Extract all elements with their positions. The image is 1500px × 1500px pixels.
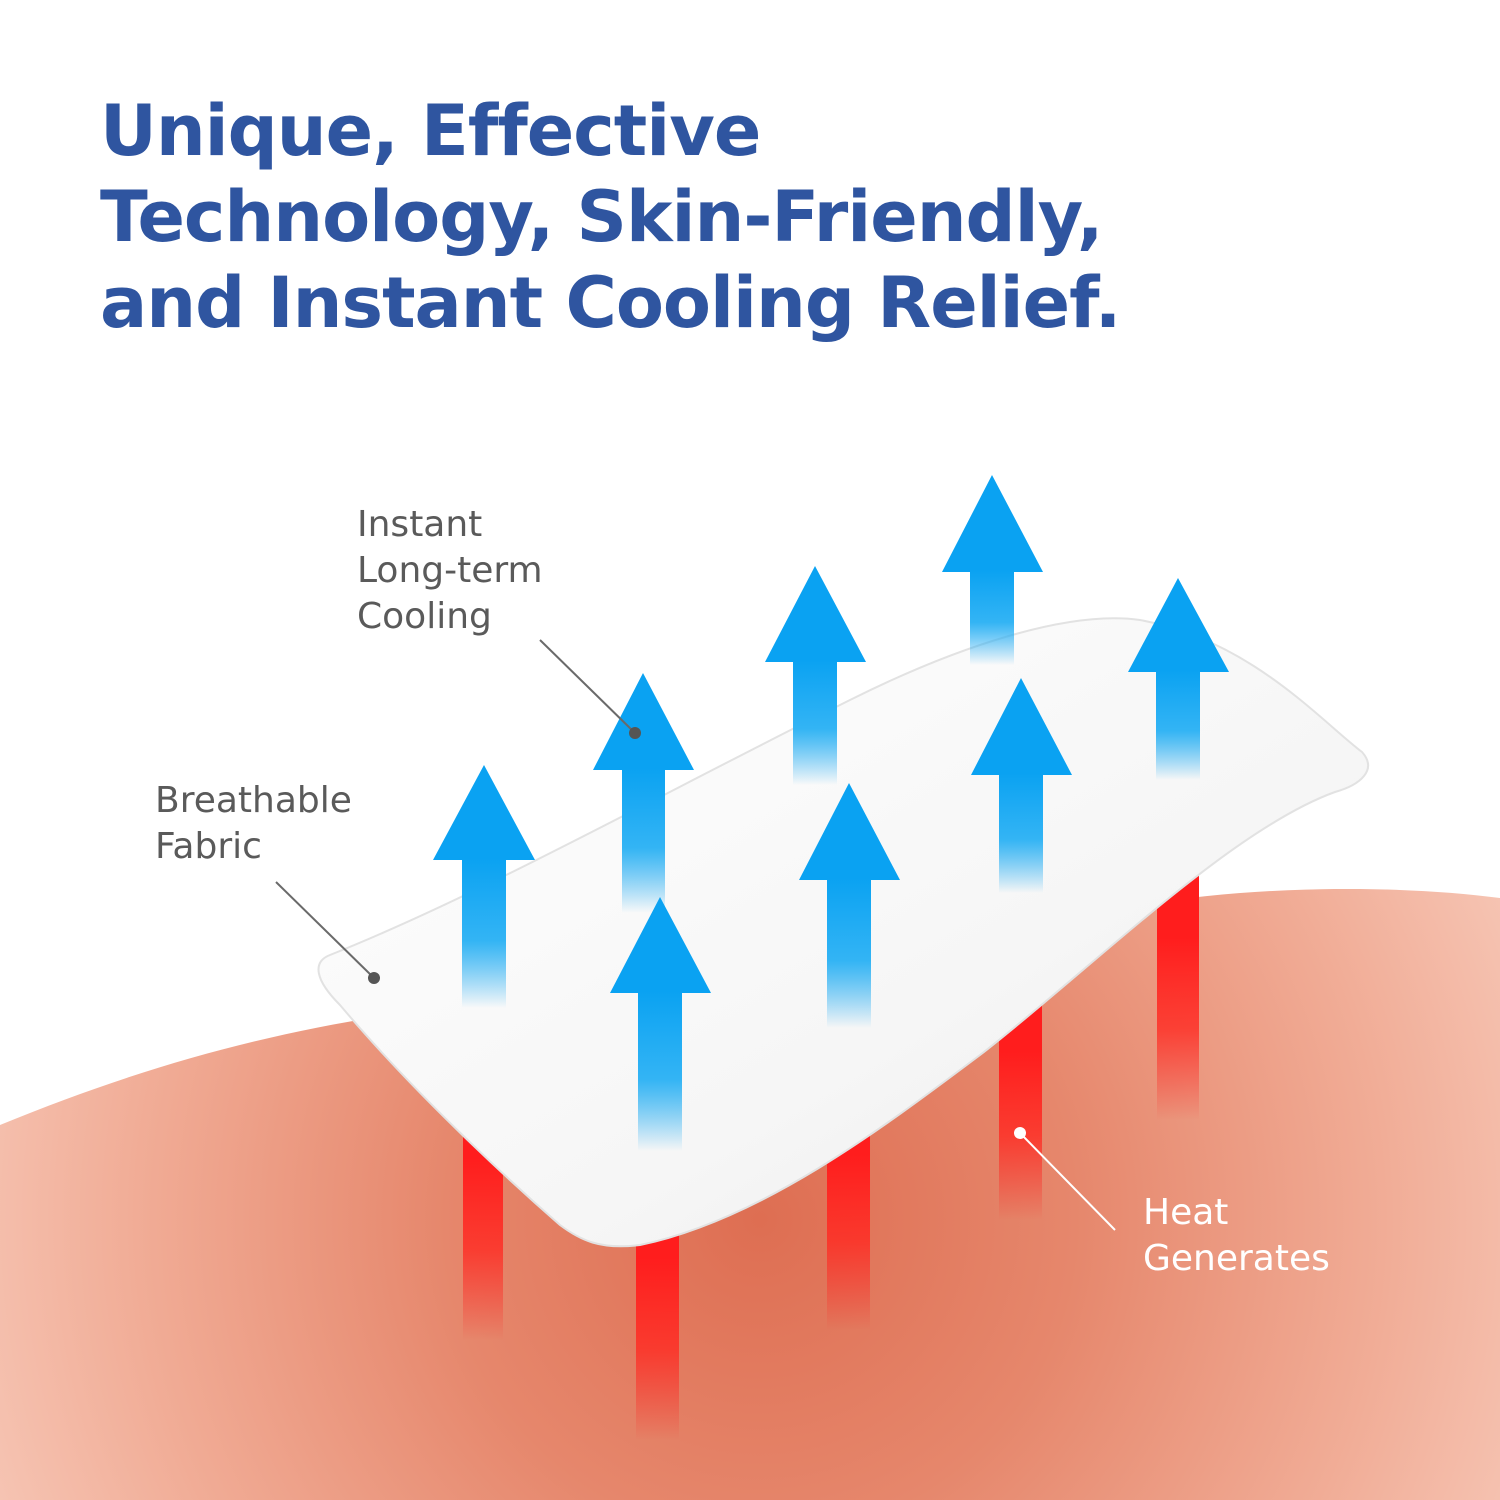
cooling-arrow — [765, 566, 866, 785]
cooling-arrow — [942, 475, 1043, 665]
callout-cooling: Instant Long-term Cooling — [357, 502, 543, 640]
cooling-arrow — [799, 783, 900, 1028]
callout-fabric-line-1: Breathable — [155, 780, 352, 821]
callout-fabric-line-2: Fabric — [155, 826, 262, 867]
fabric-leader-dot — [368, 972, 380, 984]
callout-cooling-line-2: Long-term — [357, 550, 543, 591]
cooling-arrow — [1128, 578, 1229, 780]
cooling-leader-dot — [629, 727, 641, 739]
headline-line-2: Technology, Skin-Friendly, — [100, 176, 1103, 258]
callout-heat-line-1: Heat — [1143, 1192, 1229, 1233]
heat-leader-line — [1019, 1132, 1116, 1231]
callout-heat-line-2: Generates — [1143, 1238, 1330, 1279]
headline-line-1: Unique, Effective — [100, 90, 761, 172]
headline-line-3: and Instant Cooling Relief. — [100, 262, 1121, 344]
cooling-arrow — [610, 897, 711, 1151]
cooling-leader-line — [539, 639, 636, 734]
callout-cooling-line-1: Instant — [357, 504, 483, 545]
cooling-arrow — [593, 673, 694, 913]
cooling-arrow — [433, 765, 535, 1008]
fabric-leader-line — [275, 881, 375, 979]
cooling-arrow — [971, 678, 1072, 893]
callout-cooling-line-3: Cooling — [357, 596, 492, 637]
callout-fabric: Breathable Fabric — [155, 778, 352, 870]
callout-heat: Heat Generates — [1143, 1190, 1330, 1282]
callout-leaders — [275, 639, 1116, 1231]
headline: Unique, Effective Technology, Skin-Frien… — [100, 88, 1400, 346]
cooling-arrows — [433, 475, 1229, 1151]
heat-leader-dot — [1014, 1127, 1026, 1139]
